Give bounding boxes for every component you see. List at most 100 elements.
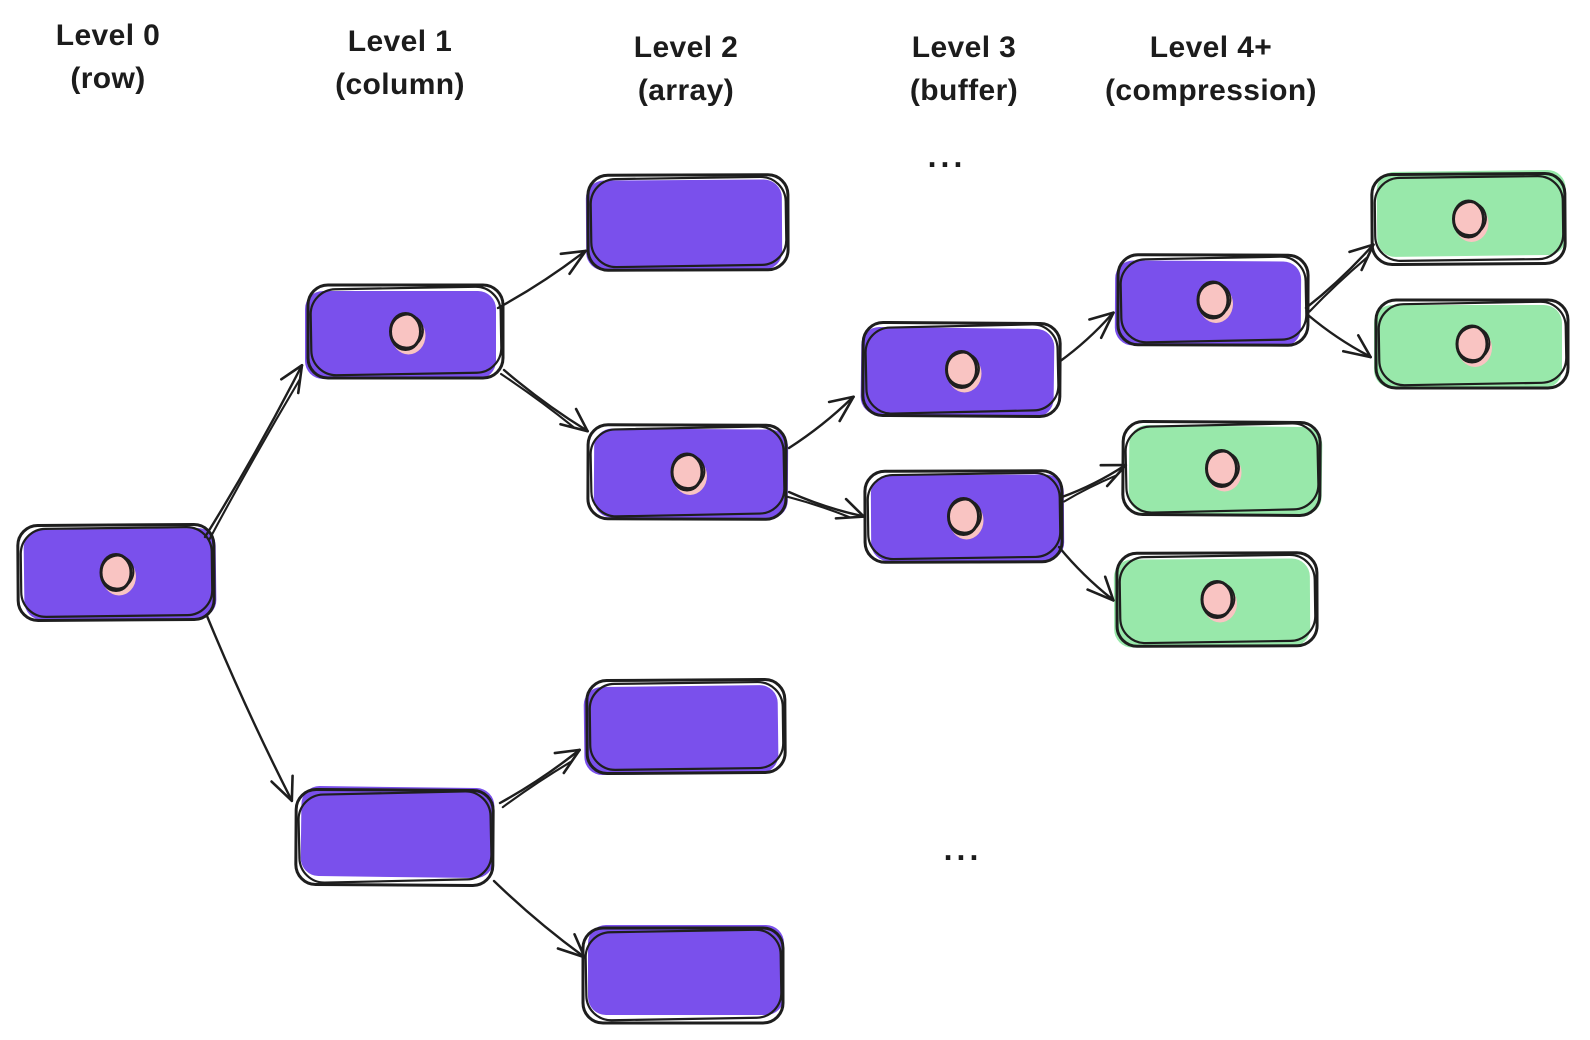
edge-arrowhead-stroke-1 — [559, 249, 587, 256]
node-fill — [583, 685, 779, 776]
node-fill — [588, 925, 784, 1015]
edge-arrowhead-stroke-2 — [1086, 588, 1115, 602]
node-outline-sketch — [864, 323, 1060, 415]
node-outline — [1115, 551, 1319, 648]
level-3-title: Level 3 — [911, 31, 1017, 64]
node-outline-sketch — [1124, 422, 1320, 514]
dot-sketch — [100, 554, 135, 590]
node-outline-sketch — [1119, 255, 1308, 344]
edge-array-mid-to-buffer-top — [787, 395, 855, 450]
node-array-top — [585, 173, 790, 272]
dot-sketch — [1452, 201, 1487, 236]
edge-line-sketch — [499, 372, 575, 428]
node-outline — [581, 926, 785, 1025]
node-outline — [1374, 298, 1570, 390]
edge-column-bottom-to-array-low-2 — [492, 879, 586, 959]
node-outline-sketch — [1118, 553, 1317, 645]
level-2-title: Level 2 — [633, 31, 739, 64]
edge-arrowhead-stroke-2 — [838, 395, 855, 423]
node-outline-sketch — [589, 175, 788, 269]
edge-line — [1057, 312, 1114, 364]
edge-line-sketch — [501, 760, 572, 809]
edge-arrowhead-stroke-1 — [827, 395, 855, 404]
edge-arrowhead-stroke-1 — [1356, 334, 1372, 359]
dot-sketch — [1201, 581, 1236, 617]
edge-arrowhead-stroke-2 — [270, 780, 294, 803]
node-fill — [300, 786, 495, 879]
node-compression-page-1 — [1370, 170, 1567, 266]
node-buffer-bottom — [863, 469, 1065, 564]
edge-line — [496, 250, 586, 310]
level-1-title: Level 1 — [347, 25, 453, 58]
edge-compression-buffer-to-compression-page-1 — [1304, 243, 1375, 313]
edge-arrowhead-stroke-1 — [280, 363, 304, 381]
node-outline-sketch — [297, 790, 493, 884]
edge-arrowhead-stroke-2 — [568, 249, 587, 276]
edge-line — [787, 396, 854, 450]
node-outline — [1116, 253, 1310, 347]
node-outline-sketch — [1377, 300, 1568, 387]
edge-arrowhead-stroke-2 — [559, 422, 589, 433]
edge-line — [1057, 545, 1114, 601]
edge-column-bottom-to-array-low-1 — [498, 748, 581, 809]
level-2-subtitle: (array) — [637, 74, 735, 107]
node-outline-sketch — [866, 471, 1062, 561]
level-1-subtitle: (column) — [335, 68, 465, 101]
edge-line — [502, 368, 588, 432]
edge-arrowhead-stroke-2 — [556, 947, 586, 959]
edge-arrowhead-stroke-2 — [1341, 349, 1372, 359]
node-outline — [16, 523, 216, 622]
ellipsis-top: ... — [927, 138, 967, 174]
edge-line — [498, 749, 580, 805]
edge-line-sketch — [786, 495, 851, 519]
edge-line — [1306, 313, 1371, 358]
edge-arrowhead-stroke-1 — [1103, 575, 1115, 602]
edge-buffer-top-to-compression-buffer — [1057, 311, 1115, 364]
node-outline — [586, 423, 788, 521]
node-outline-sketch — [309, 285, 503, 377]
node-array-mid — [586, 423, 789, 521]
edge-arrowhead-stroke-1 — [844, 497, 866, 518]
level-2-header: Level 2 (array) — [634, 26, 739, 112]
node-outline-sketch — [588, 680, 785, 772]
node-array-low-2 — [581, 925, 785, 1025]
edge-arrowhead-stroke-2 — [562, 748, 581, 775]
edge-arrowhead-stroke-1 — [290, 774, 294, 803]
edge-compression-buffer-to-compression-page-2 — [1306, 313, 1372, 359]
node-outline — [1370, 172, 1567, 266]
edge-arrowhead-stroke-1 — [1348, 243, 1375, 254]
level-4-title: Level 4+ — [1149, 31, 1273, 64]
ellipsis-bottom: ... — [943, 831, 983, 867]
dot-sketch — [945, 351, 980, 387]
node-outline — [585, 678, 787, 775]
edge-line — [492, 879, 585, 958]
dot-sketch — [1456, 326, 1491, 361]
node-array-low-1 — [583, 678, 787, 776]
edge-column-top-to-array-top — [496, 249, 587, 310]
edge-arrowhead-stroke-2 — [1105, 463, 1128, 488]
edge-arrowhead-stroke-1 — [573, 933, 586, 959]
node-outline-sketch — [1373, 175, 1565, 262]
level-0-title: Level 0 — [55, 19, 161, 52]
level-1-header: Level 1 (column) — [335, 20, 465, 106]
node-outline-sketch — [19, 525, 214, 618]
dot-sketch — [389, 313, 424, 349]
edge-line-sketch — [1063, 474, 1117, 503]
level-0-subtitle: (row) — [70, 62, 146, 95]
edge-arrowhead-stroke-1 — [1088, 311, 1115, 321]
level-3-subtitle: (buffer) — [909, 74, 1019, 107]
node-outline — [306, 283, 505, 380]
node-outline-sketch — [589, 425, 786, 518]
node-compression-page-2 — [1374, 298, 1570, 390]
edge-arrowhead-stroke-2 — [296, 363, 304, 395]
edge-arrowhead-stroke-2 — [1360, 243, 1375, 272]
edge-line-sketch — [1308, 256, 1368, 313]
edge-line — [203, 365, 303, 539]
node-row — [16, 523, 217, 622]
edge-arrowhead-stroke-2 — [834, 515, 866, 520]
node-column-top — [305, 283, 505, 380]
dot-sketch — [671, 454, 706, 489]
edge-line-sketch — [208, 378, 301, 541]
node-compression-page-3 — [1121, 420, 1323, 517]
node-fill — [585, 179, 783, 271]
